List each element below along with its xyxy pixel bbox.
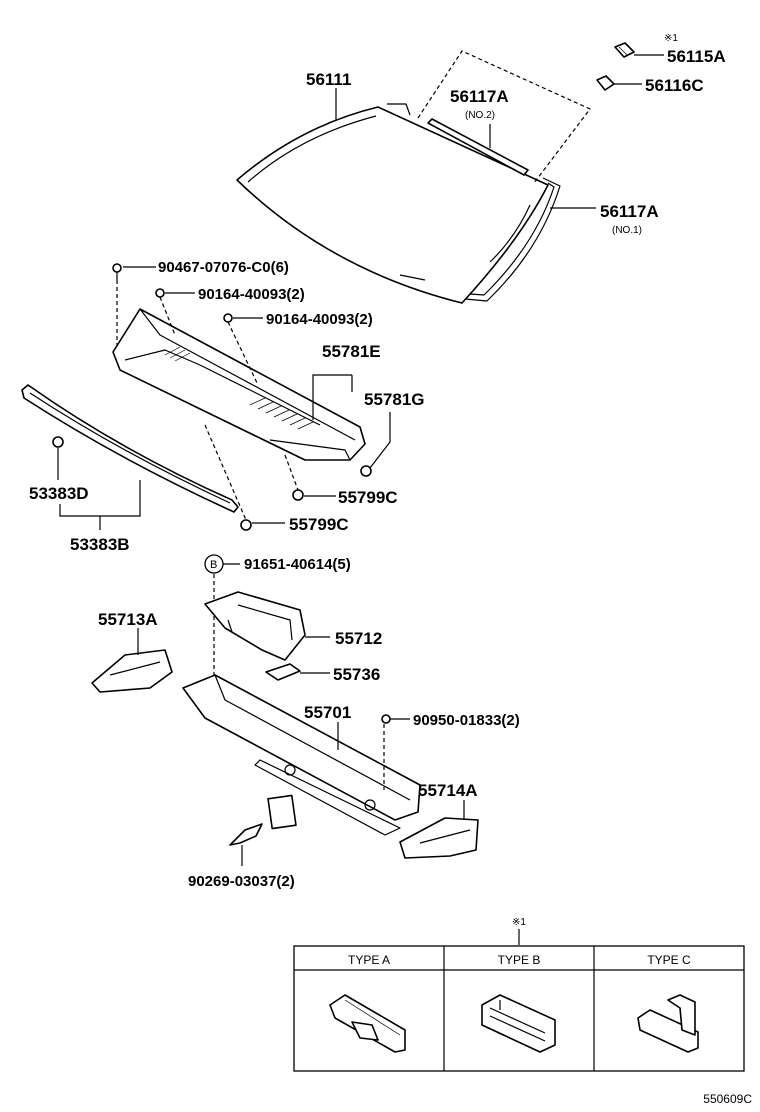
molding-no2 (387, 103, 529, 176)
hood-seal (21, 384, 239, 513)
label-53383B: 53383B (70, 535, 130, 554)
label-56111: 56111 (306, 70, 351, 89)
label-55781G: 55781G (364, 390, 425, 409)
screw-90164-a (155, 288, 165, 298)
type-c-header: TYPE C (647, 953, 691, 967)
nut-55799C-b (240, 519, 252, 531)
label-56117A-no1: 56117A (600, 202, 659, 221)
pin-90269 (229, 794, 297, 846)
label-55799C-a: 55799C (338, 488, 398, 507)
cowl-panel-55701 (182, 674, 421, 836)
type-a-header: TYPE A (348, 953, 390, 967)
nut-55799C-a (292, 489, 304, 501)
label-56116C: 56116C (645, 76, 704, 95)
label-90950: 90950-01833(2) (413, 712, 520, 729)
label-90164-a: 90164-40093(2) (198, 286, 305, 303)
cowl-brace-55712 (204, 591, 306, 661)
clip-90950 (381, 714, 391, 724)
screw-90164-b (223, 313, 233, 323)
label-56117A-no2: 56117A (450, 87, 509, 106)
type-c-clip-drawing (637, 994, 699, 1053)
label-56115A: 56115A (667, 47, 726, 66)
molding-no1 (464, 177, 561, 302)
label-55701: 55701 (304, 703, 351, 722)
type-b-header: TYPE B (498, 953, 541, 967)
side-panel-55713A (91, 649, 173, 693)
label-55714A: 55714A (418, 781, 478, 800)
label-90164-b: 90164-40093(2) (266, 311, 373, 328)
label-53383D: 53383D (29, 484, 89, 503)
bolt-90467 (112, 263, 122, 280)
windshield-glass (236, 106, 549, 304)
type-b-clip-drawing (481, 994, 556, 1053)
type-table-mark: ※1 (512, 917, 526, 928)
seal-55736 (265, 663, 301, 681)
label-90467: 90467-07076-C0(6) (158, 259, 289, 276)
b-marker-text: B (210, 559, 217, 571)
label-55736: 55736 (333, 665, 380, 684)
note-no1: (NO.1) (612, 225, 642, 236)
side-panel-55714A (399, 817, 479, 859)
clip-53383D (52, 436, 64, 448)
note-no2: (NO.2) (465, 110, 495, 121)
clip-56115A (614, 42, 635, 58)
type-a-clip-drawing (329, 994, 406, 1053)
clip-55781G (360, 465, 372, 477)
clip-56116C (596, 75, 615, 91)
label-90269: 90269-03037(2) (188, 873, 295, 890)
label-55781E: 55781E (322, 342, 381, 361)
cowl-louver (112, 308, 366, 461)
label-55712: 55712 (335, 629, 382, 648)
label-55713A: 55713A (98, 610, 158, 629)
label-91651: 91651-40614(5) (244, 556, 351, 573)
mark-56115A: ※1 (664, 33, 678, 44)
diagram-code: 550609C (703, 1092, 752, 1106)
label-55799C-b: 55799C (289, 515, 349, 534)
